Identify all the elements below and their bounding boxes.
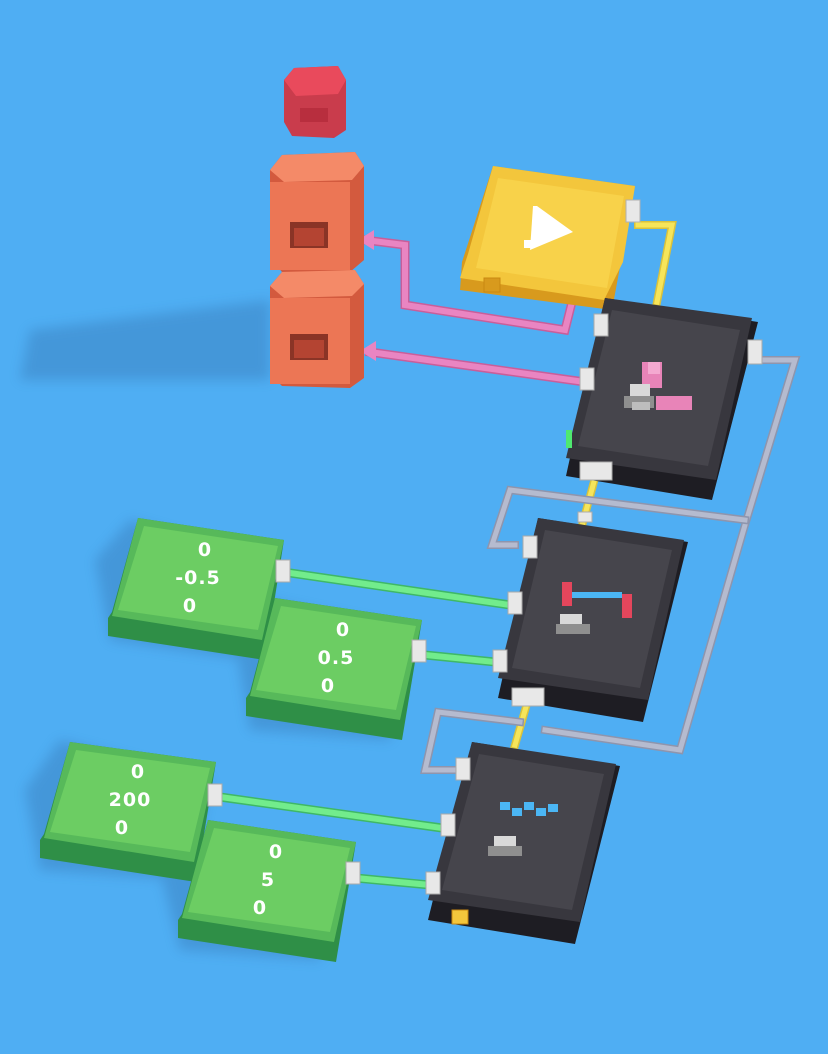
logic-block-range[interactable] [492,511,688,722]
rotate-green-indicator [566,430,572,448]
range-input-port-mid[interactable] [507,591,523,615]
range-trigger-port-top[interactable] [577,511,593,523]
value-b-output-port[interactable] [411,639,427,663]
wave-noise-icon [488,802,558,856]
value-d-line1: 0 [269,841,283,863]
value-c-output-port[interactable] [207,783,223,807]
play-icon [524,206,573,250]
wave-indicator [451,909,469,925]
value-a-line2: -0.5 [175,567,221,589]
value-a-line3: 0 [183,595,197,617]
rotate-input-port-top[interactable] [593,313,609,337]
range-trigger-port-bottom[interactable] [511,687,545,707]
logic-block-wave[interactable] [425,742,620,944]
rotate-input-port-mid[interactable] [579,367,595,391]
pink-arrow-lower [360,341,376,361]
value-block-d[interactable]: 0 5 0 [178,820,361,962]
value-a-output-port[interactable] [275,559,291,583]
logic-block-rotate[interactable] [566,298,763,500]
rotate-trigger-port-bottom[interactable] [579,461,613,481]
play-block[interactable] [460,166,641,310]
axis-rotate-icon [624,362,692,410]
value-d-line2: 5 [261,869,275,891]
value-d-output-port[interactable] [345,861,361,885]
range-input-port-top[interactable] [522,535,538,559]
value-b-line1: 0 [336,619,350,641]
play-output-port[interactable] [625,199,641,223]
value-block-a[interactable]: 0 -0.5 0 [108,518,291,660]
wave-input-port-mid[interactable] [440,813,456,837]
value-b-line2: 0.5 [318,647,355,669]
pink-arrow-upper [358,230,374,250]
value-block-c[interactable]: 0 200 0 [40,742,223,882]
value-b-line3: 0 [321,675,335,697]
value-a-line1: 0 [198,539,212,561]
value-d-line3: 0 [253,897,267,919]
wave-input-port-low[interactable] [425,871,441,895]
value-block-b[interactable]: 0 0.5 0 [246,598,427,740]
output-cube[interactable] [284,66,346,138]
rotate-output-port-right[interactable] [747,339,763,365]
output-socket-2[interactable] [270,270,364,388]
wave-input-port-top[interactable] [455,757,471,781]
value-c-line2: 200 [109,789,152,811]
output-socket-1[interactable] [270,152,364,272]
range-scale-icon [556,582,632,634]
wires [214,221,801,890]
value-c-line3: 0 [115,817,129,839]
value-c-line1: 0 [131,761,145,783]
range-input-port-low[interactable] [492,649,508,673]
play-block-indicator [483,277,501,293]
